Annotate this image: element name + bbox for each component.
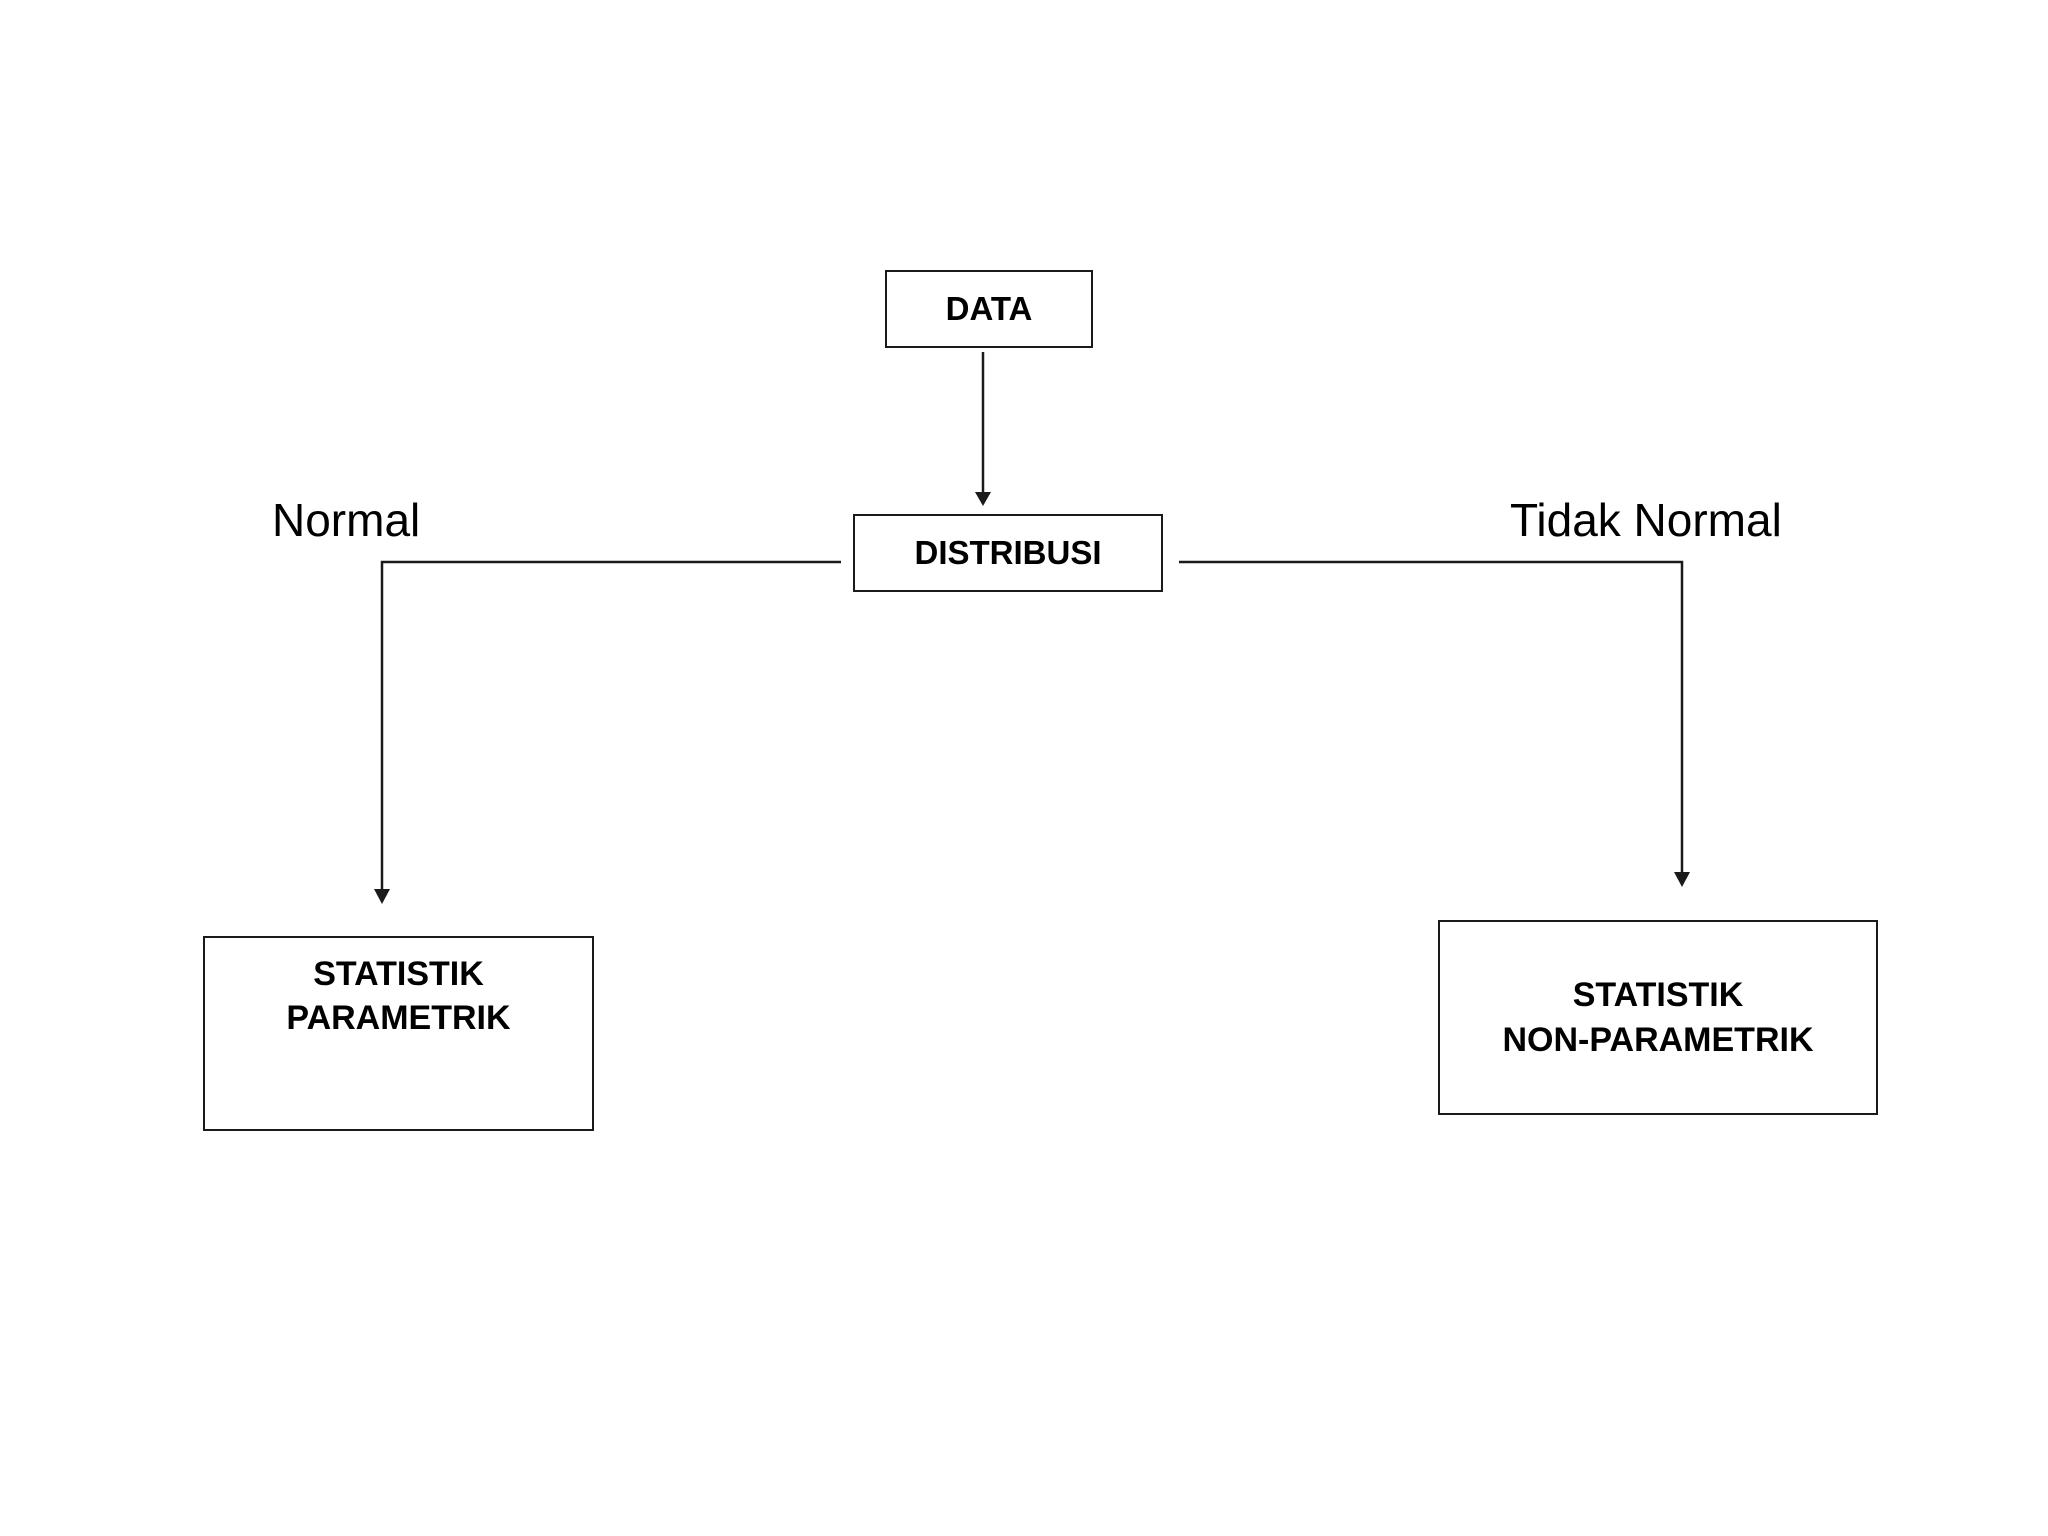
arrowhead-distribusi [975,492,991,506]
arrowhead-nonparametrik [1674,872,1690,887]
connector-tidak-normal [1179,560,1684,872]
node-data: DATA [885,270,1093,348]
edge-label-tidak-normal: Tidak Normal [1510,494,1782,546]
node-parametrik-line1: STATISTIK [313,955,484,993]
edge-label-normal: Normal [272,494,421,546]
node-statistik-parametrik: STATISTIK PARAMETRIK [203,936,594,1131]
arrowhead-parametrik [374,889,390,904]
node-parametrik-line2: PARAMETRIK [286,999,511,1038]
node-distribusi: DISTRIBUSI [853,514,1163,592]
node-nonparametrik-line1: STATISTIK [1572,976,1744,1015]
node-distribusi-label: DISTRIBUSI [914,533,1102,571]
node-statistik-nonparametrik: STATISTIK NON-PARAMETRIK [1438,920,1878,1115]
node-nonparametrik-line2: NON-PARAMETRIK [1502,1020,1814,1059]
node-data-label: DATA [945,289,1033,327]
connector-normal [380,560,841,889]
